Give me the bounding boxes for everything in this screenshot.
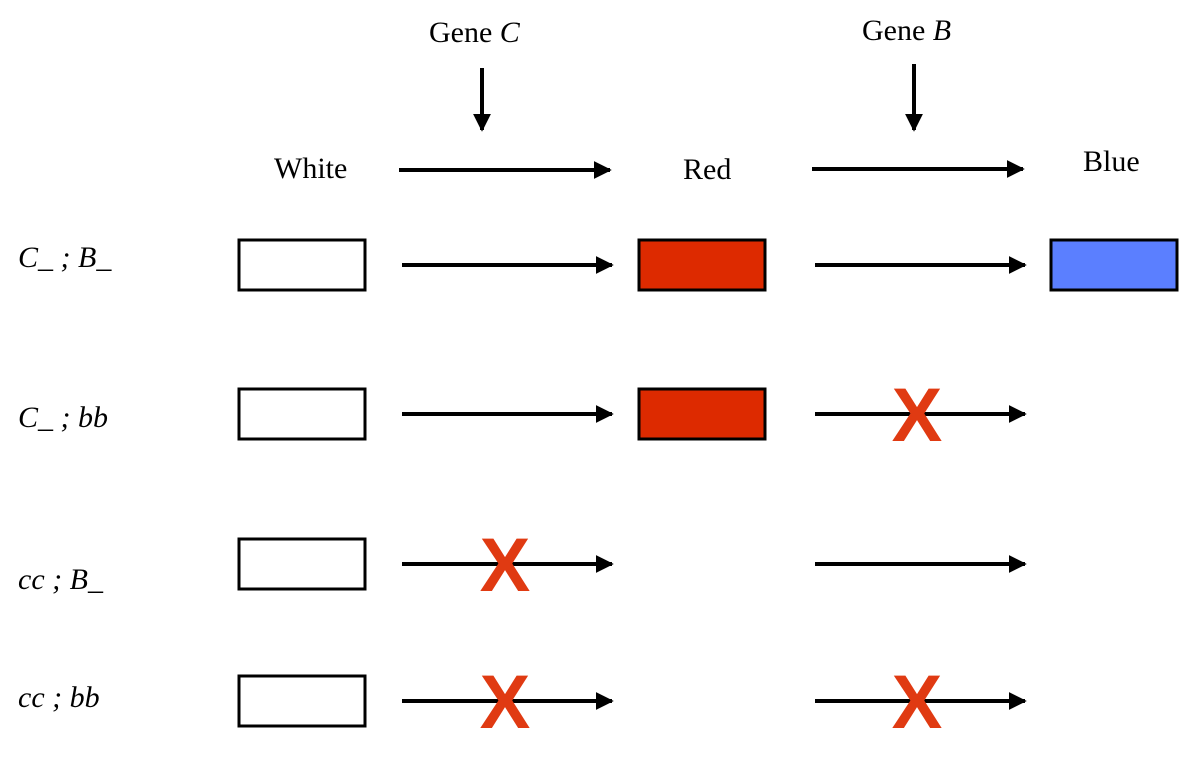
- gene-c-label: Gene C: [429, 16, 520, 49]
- pigment-box-white: [237, 537, 367, 591]
- genotype-label: C_ ; bb: [18, 401, 108, 434]
- pigment-box-blue: [1049, 238, 1179, 292]
- pigment-box-red: [637, 387, 767, 441]
- stage-red-label: Red: [683, 153, 732, 186]
- stage-white-label: White: [274, 152, 348, 185]
- pigment-box-white: [237, 387, 367, 441]
- pigment-box-red: [637, 238, 767, 292]
- genotype-label: cc ; B_: [18, 563, 103, 596]
- gene-b-label: Gene B: [862, 14, 952, 47]
- block-x-mark: X: [892, 660, 943, 745]
- block-x-mark: X: [480, 523, 531, 608]
- pigment-box-white: [237, 674, 367, 728]
- stage-blue-label: Blue: [1083, 145, 1140, 178]
- pigment-box-white: [237, 238, 367, 292]
- block-x-mark: X: [892, 373, 943, 458]
- genotype-label: C_ ; B_: [18, 241, 112, 274]
- genotype-label: cc ; bb: [18, 681, 100, 714]
- block-x-mark: X: [480, 660, 531, 745]
